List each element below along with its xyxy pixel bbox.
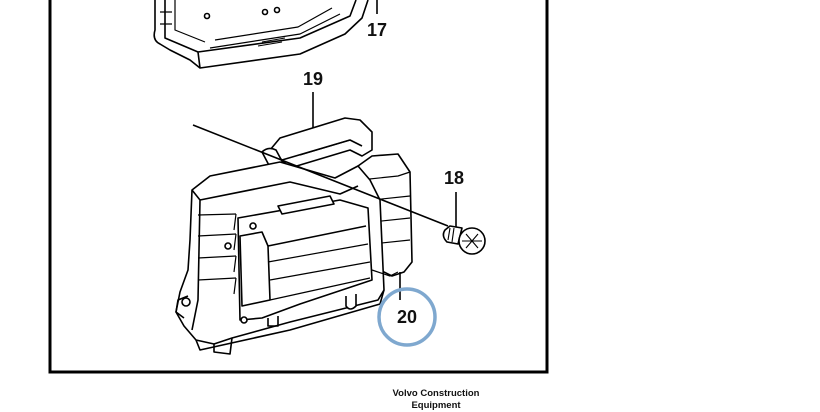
footer-line-2: Equipment — [411, 400, 461, 411]
control-box-part-20 — [175, 153, 413, 355]
footer-caption: Volvo Construction Equipment — [360, 388, 512, 412]
callout-19: 19 — [303, 69, 323, 89]
screw-part-18 — [442, 225, 486, 255]
highlight-circle — [377, 287, 437, 347]
callout-20: 20 — [397, 307, 417, 327]
leader-line-18 — [192, 124, 449, 227]
footer-line-1: Volvo Construction — [392, 388, 480, 399]
callout-18: 18 — [444, 168, 464, 188]
diagram-frame — [48, 0, 549, 374]
upper-unit-part-17 — [153, 0, 369, 69]
callout-17: 17 — [367, 20, 387, 40]
